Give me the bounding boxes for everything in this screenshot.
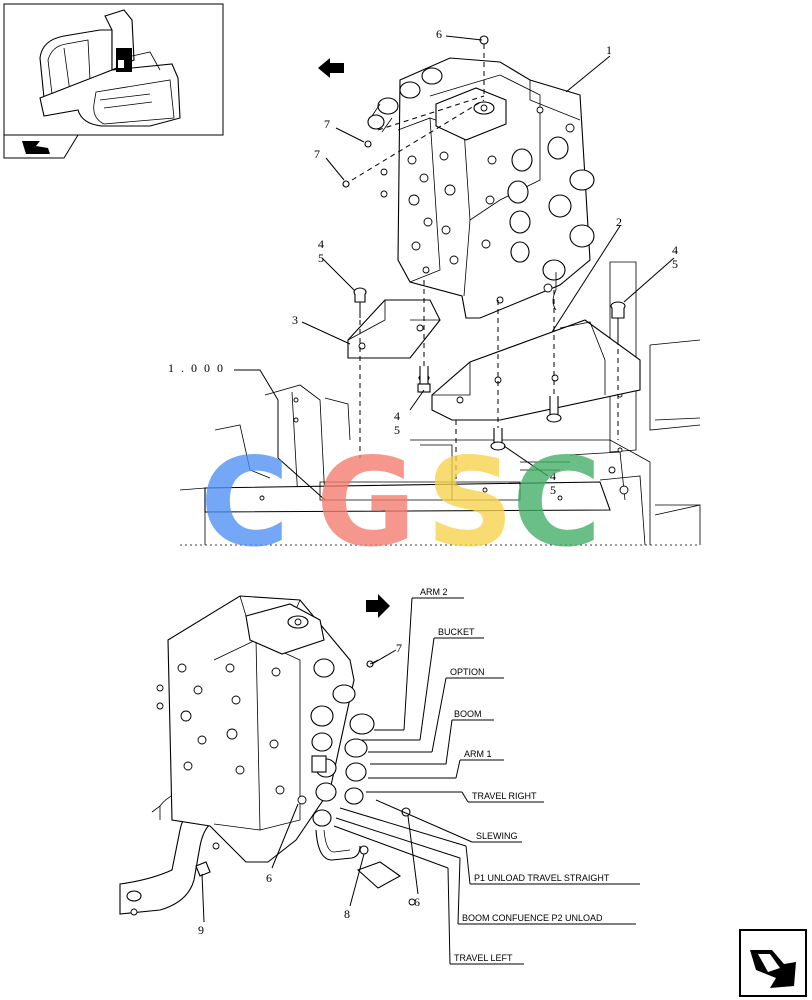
lower-assembly-drawing: ARM 2 BUCKET OPTION BOOM ARM 1 TRAVEL RI…	[119, 587, 640, 965]
watermark-letter-c: C	[512, 432, 602, 574]
orifice-small	[364, 140, 372, 148]
port-label-boom-confuence-p2-unload: BOOM CONFUENCE P2 UNLOAD	[462, 913, 603, 923]
callout-8: 8	[344, 907, 350, 921]
bolt-under-right	[546, 396, 562, 423]
callout-6: 6	[266, 871, 272, 885]
mounting-bracket-left	[347, 299, 441, 359]
port-label-arm-2: ARM 2	[420, 587, 448, 597]
bolt-under-left	[417, 366, 431, 393]
upper-callouts: 1 2 3 4 5 4 5 4 5 4 5 6 7 7 1 . 0 0 0	[168, 27, 678, 497]
lower-valve-body	[156, 595, 411, 877]
port-labels: ARM 2 BUCKET OPTION BOOM ARM 1 TRAVEL RI…	[420, 587, 610, 963]
callout-5: 5	[318, 251, 324, 265]
bolt-under-center	[490, 428, 506, 451]
mounting-bracket-right	[431, 319, 641, 421]
callout-3: 3	[292, 313, 298, 327]
callout-4: 4	[672, 243, 678, 257]
chassis-frame	[179, 261, 701, 546]
watermark-letter-c: C	[200, 432, 290, 574]
lower-bracket	[119, 787, 416, 916]
port-label-travel-left: TRAVEL LEFT	[454, 953, 513, 963]
bolt-left	[353, 287, 367, 318]
callout-6: 6	[414, 895, 420, 909]
callout-4: 4	[550, 469, 556, 483]
watermark-letter-s: S	[426, 432, 514, 574]
solenoid-plugs	[507, 106, 595, 311]
lower-leaders	[201, 597, 640, 965]
cgsc-watermark: C G S C	[200, 432, 602, 574]
watermark-letter-g: G	[316, 432, 416, 574]
callout-4: 4	[394, 409, 400, 423]
reference-label: 1 . 0 0 0	[168, 361, 225, 375]
port-label-travel-right: TRAVEL RIGHT	[472, 791, 537, 801]
callout-5: 5	[550, 483, 556, 497]
port-holes	[380, 151, 504, 304]
callout-6: 6	[436, 27, 442, 41]
port-label-p1-unload-travel-straight: P1 UNLOAD TRAVEL STRAIGHT	[474, 873, 610, 883]
callout-2: 2	[616, 215, 622, 229]
upper-assembly-drawing	[179, 35, 701, 546]
callout-4: 4	[318, 237, 324, 251]
upper-leaders	[234, 35, 675, 501]
machine-thumbnail	[3, 3, 224, 159]
port-label-slewing: SLEWING	[476, 831, 518, 841]
callout-5: 5	[394, 423, 400, 437]
port-label-boom: BOOM	[454, 709, 482, 719]
port-label-arm-1: ARM 1	[464, 749, 492, 759]
lower-callouts: 6 6 7 8 9	[198, 641, 420, 937]
callout-9: 9	[198, 923, 204, 937]
port-label-bucket: BUCKET	[438, 627, 475, 637]
orifice-small	[342, 180, 350, 188]
port-label-option: OPTION	[450, 667, 485, 677]
callout-7: 7	[324, 117, 330, 131]
callout-7: 7	[396, 641, 402, 655]
callout-5: 5	[672, 257, 678, 271]
bolt-right	[610, 301, 626, 340]
callout-7: 7	[314, 147, 320, 161]
next-page-icon[interactable]	[739, 929, 807, 997]
callout-1: 1	[606, 43, 612, 57]
